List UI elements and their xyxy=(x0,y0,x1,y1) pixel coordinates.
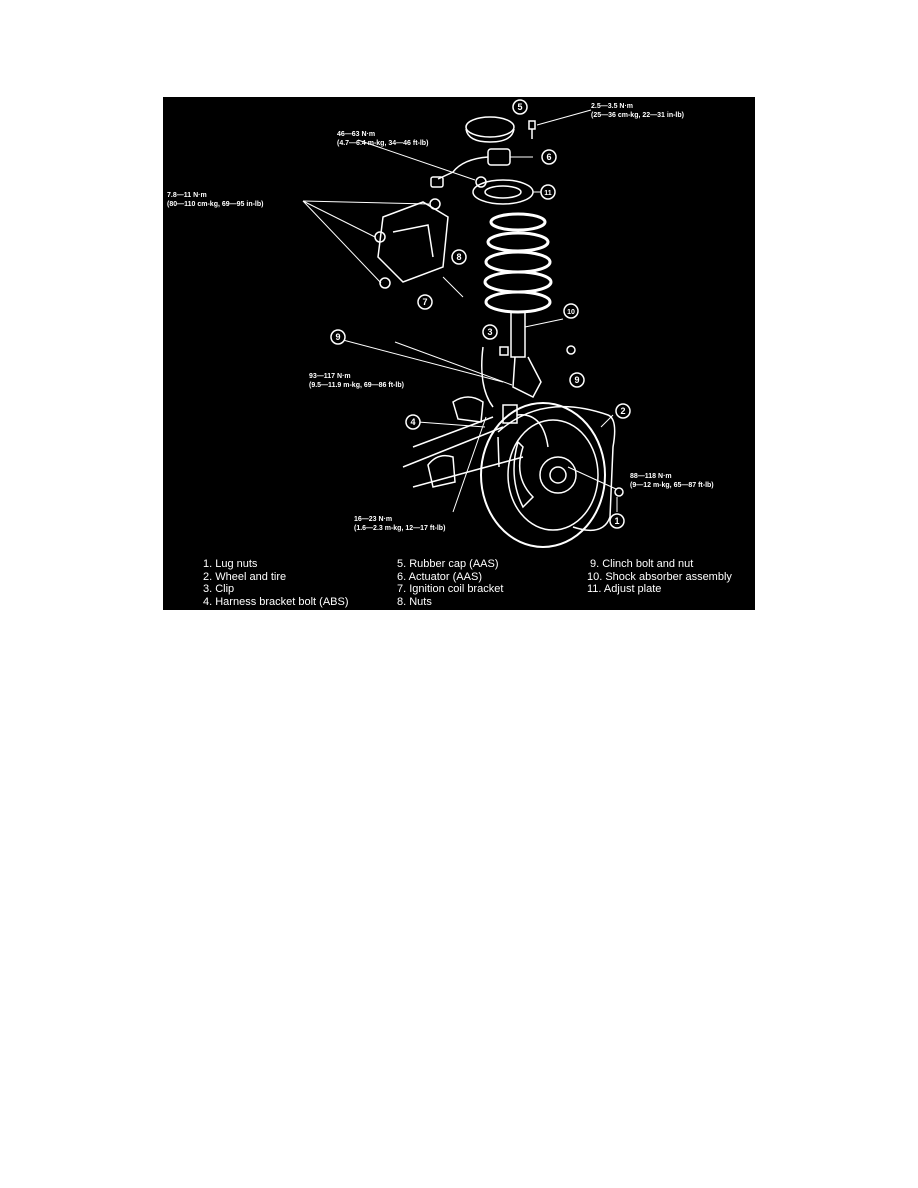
torque-value: 2.5—3.5 N·m xyxy=(591,103,634,110)
callout-4: 4 xyxy=(410,417,415,427)
legend-column-2: 5. Rubber cap (AAS) 6. Actuator (AAS) 7.… xyxy=(397,558,503,608)
legend-item: 9. Clinch bolt and nut xyxy=(590,558,694,570)
callout-7: 7 xyxy=(422,297,427,307)
torque-harness-bolt: 16—23 N·m (1.6—2.3 m-kg, 12—17 ft-lb) xyxy=(354,515,445,533)
diagram-drawing: 5 6 11 8 7 10 9 3 9 4 2 1 xyxy=(302,99,631,548)
legend-item: 10. Shock absorber assembly xyxy=(587,570,732,583)
callout-5: 5 xyxy=(517,102,522,112)
torque-conversion: (9.5—11.9 m-kg, 69—86 ft-lb) xyxy=(309,382,404,389)
callout-10: 10 xyxy=(567,309,575,316)
legend-item: 3. Clip xyxy=(203,583,235,595)
torque-conversion: (25—36 cm-kg, 22—31 in-lb) xyxy=(591,112,684,119)
torque-value: 46—63 N·m xyxy=(337,131,376,138)
legend-item: 2. Wheel and tire xyxy=(203,570,287,583)
callout-8: 8 xyxy=(456,252,461,262)
suspension-exploded-diagram: 5 6 11 8 7 10 9 3 9 4 2 1 2.5—3.5 N·m (2… xyxy=(163,97,755,610)
torque-conversion: (1.6—2.3 m-kg, 12—17 ft-lb) xyxy=(354,525,446,532)
callout-9b: 9 xyxy=(574,375,579,385)
torque-adjust-plate-nuts-label: 46—63 N·m (4.7—6.4 m-kg, 34—46 ft-lb) xyxy=(337,130,428,148)
torque-value: 88—118 N·m xyxy=(630,473,672,480)
legend-column-1: 1. Lug nuts 2. Wheel and tire 3. Clip 4.… xyxy=(203,558,349,608)
torque-clinch-bolt: 93—117 N·m (9.5—11.9 m-kg, 69—86 ft-lb) xyxy=(309,372,404,390)
torque-conversion: (4.7—6.4 m-kg, 34—46 ft-lb) xyxy=(337,140,429,147)
legend-item: 11. Adjust plate xyxy=(587,583,662,595)
torque-actuator-bolt: 2.5—3.5 N·m (25—36 cm-kg, 22—31 in-lb) xyxy=(591,102,684,120)
callout-2: 2 xyxy=(620,406,625,416)
torque-value: 7.8—11 N·m xyxy=(167,192,207,199)
torque-ignition-bracket: 7.8—11 N·m (80—110 cm-kg, 69—95 in-lb) xyxy=(167,191,263,209)
callout-1: 1 xyxy=(614,516,619,526)
legend-item: 4. Harness bracket bolt (ABS) xyxy=(203,595,349,608)
torque-lug-nuts: 88—118 N·m (9—12 m-kg, 65—87 ft-lb) xyxy=(630,472,714,490)
torque-value: 16—23 N·m xyxy=(354,516,393,523)
legend-item: 1. Lug nuts xyxy=(203,558,258,570)
legend-column-3: 9. Clinch bolt and nut 10. Shock absorbe… xyxy=(587,558,732,596)
callout-11: 11 xyxy=(544,190,552,197)
torque-conversion: (80—110 cm-kg, 69—95 in-lb) xyxy=(167,201,264,208)
legend-item: 5. Rubber cap (AAS) xyxy=(397,558,499,570)
callout-3: 3 xyxy=(487,327,492,337)
callout-6: 6 xyxy=(546,152,551,162)
legend-item: 6. Actuator (AAS) xyxy=(397,570,482,583)
legend-item: 8. Nuts xyxy=(397,595,432,608)
callout-9: 9 xyxy=(335,332,340,342)
torque-conversion: (9—12 m-kg, 65—87 ft-lb) xyxy=(630,482,714,489)
legend-item: 7. Ignition coil bracket xyxy=(397,583,504,595)
torque-value: 93—117 N·m xyxy=(309,373,351,380)
